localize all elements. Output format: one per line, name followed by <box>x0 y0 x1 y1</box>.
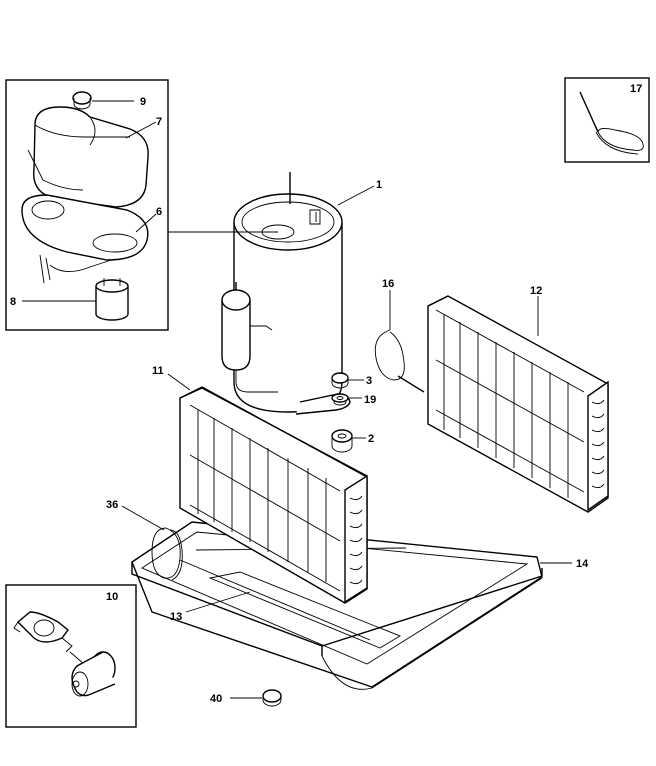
callout-36: 36 <box>106 499 118 511</box>
inset-box-part-10 <box>5 584 137 728</box>
part-9-nut <box>72 91 92 110</box>
callout-40: 40 <box>210 693 222 705</box>
part-36-drain-tube <box>151 527 183 581</box>
part-12-coil <box>427 295 609 513</box>
callout-14: 14 <box>576 558 589 570</box>
part-1-compressor <box>221 172 351 415</box>
callout-8: 8 <box>10 296 16 308</box>
callout-1: 1 <box>376 179 382 191</box>
part-10-capacitor-bracket <box>13 611 116 697</box>
part-3-nut <box>331 372 349 389</box>
inset-box-compressor-cover <box>5 79 169 331</box>
part-40-plug <box>262 689 282 707</box>
callout-13: 13 <box>170 611 182 623</box>
part-7-terminal-cover <box>27 106 149 208</box>
callout-3: 3 <box>366 375 372 387</box>
part-17-thermostat-bulb <box>579 91 644 155</box>
callout-2: 2 <box>368 433 374 445</box>
part-16-sensor <box>374 329 425 393</box>
callout-9: 9 <box>140 96 146 108</box>
callout-10: 10 <box>106 591 118 603</box>
leader-lines <box>22 100 572 699</box>
part-14-base-pan <box>131 521 543 690</box>
part-19-washer <box>331 393 349 403</box>
callout-7: 7 <box>156 116 162 128</box>
callout-labels: 9 7 6 8 17 1 3 19 2 11 12 16 14 36 13 10… <box>10 83 642 705</box>
callout-6: 6 <box>156 206 162 218</box>
callout-19: 19 <box>364 394 376 406</box>
part-2-grommet <box>331 429 353 453</box>
callout-11: 11 <box>152 365 164 377</box>
inset-box-part-17 <box>564 77 650 163</box>
callout-17: 17 <box>630 83 642 95</box>
callout-16: 16 <box>382 278 394 290</box>
part-6-gasket <box>21 194 149 261</box>
callout-12: 12 <box>530 285 542 297</box>
part-11-coil <box>179 386 368 604</box>
part-8-capacitor <box>95 278 129 321</box>
